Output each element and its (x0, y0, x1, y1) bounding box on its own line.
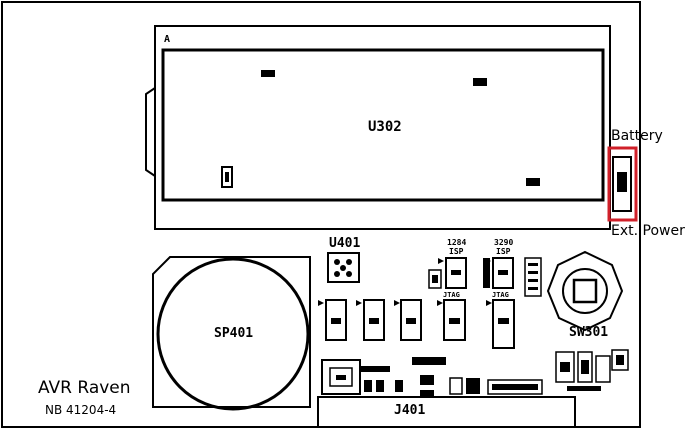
header-3290-label: 3290 (494, 238, 514, 247)
power-select-jumper (607, 146, 638, 222)
j401-label: J401 (394, 403, 426, 418)
u401-chip (327, 252, 360, 283)
header-1284-jtag-label: JTAG (443, 291, 460, 299)
u401-label: U401 (329, 236, 361, 251)
switch-sw301 (546, 250, 624, 332)
board-name: AVR Raven (38, 378, 131, 398)
header-3290-isp-label: ISP (496, 247, 511, 256)
speaker-sp401 (152, 256, 311, 411)
battery-holder (145, 25, 611, 230)
sw301-label: SW301 (569, 325, 609, 340)
board-revision: NB 41204-4 (45, 403, 117, 417)
sp401-label: SP401 (214, 326, 254, 341)
header-3290-jtag-label: JTAG (492, 291, 509, 299)
component-packages (318, 257, 542, 349)
pin1-marker: A (164, 34, 171, 45)
lower-small-parts (321, 349, 629, 396)
battery-label: Battery (611, 128, 663, 144)
j401-connector (317, 396, 576, 428)
u302-label: U302 (368, 119, 402, 135)
header-1284-label: 1284 (447, 238, 467, 247)
header-1284-isp-label: ISP (449, 247, 464, 256)
ext-power-label: Ext. Power (611, 223, 685, 239)
